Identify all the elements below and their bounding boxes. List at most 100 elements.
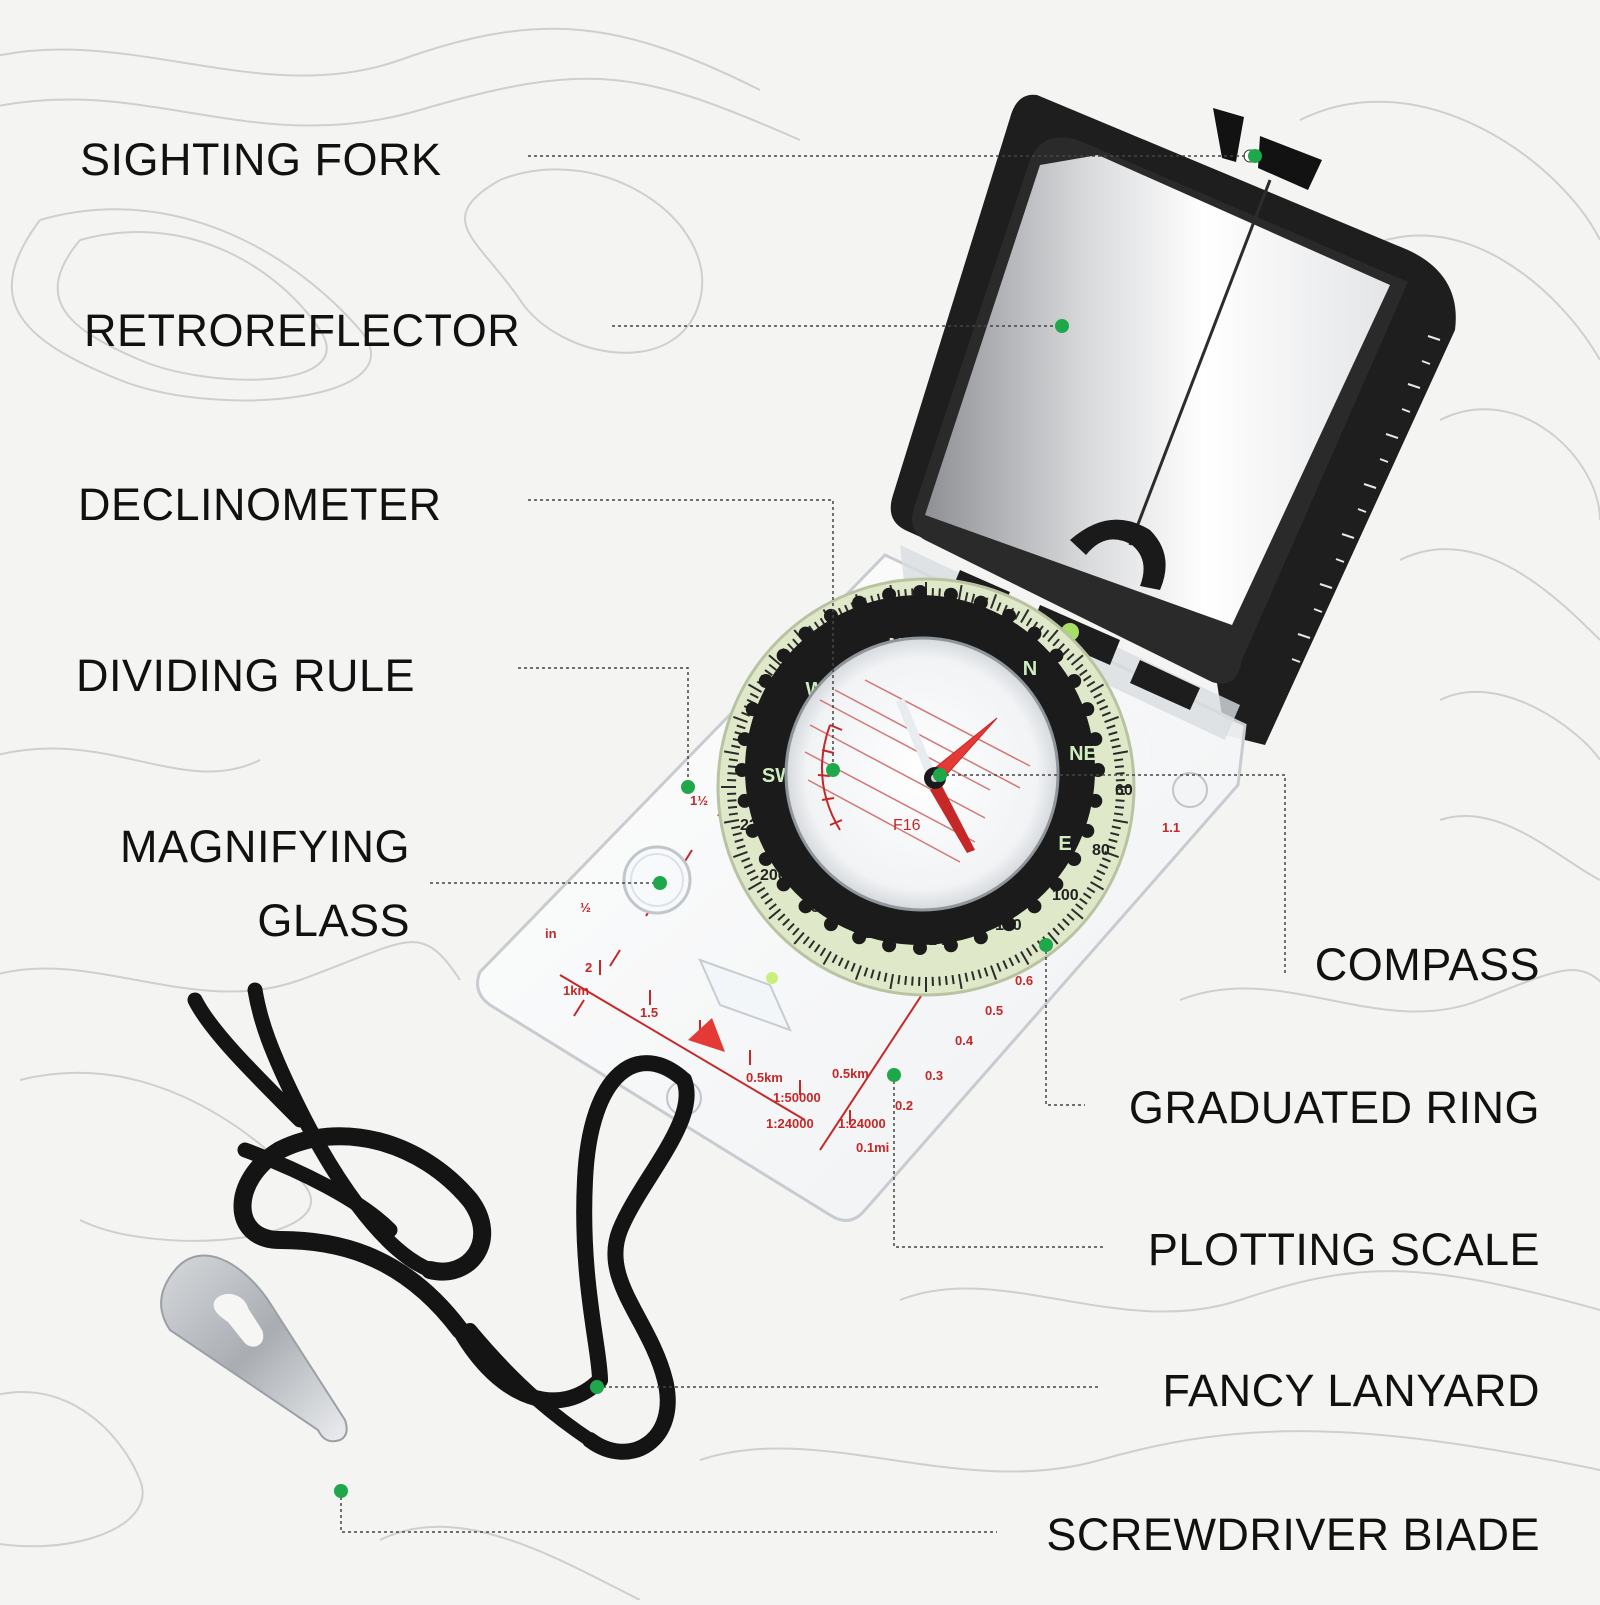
marker-graduated-ring [1039, 938, 1053, 952]
label-sighting-fork: SIGHTING FORK [80, 137, 442, 182]
scale-label: 1:50000 [773, 1090, 821, 1105]
scale-label: 0.2 [895, 1098, 913, 1113]
bezel-cardinal: E [1058, 833, 1071, 855]
model-label: F16 [893, 817, 921, 834]
bezel-tooth [746, 824, 760, 838]
bezel-tooth [852, 596, 866, 610]
bezel-tooth [738, 794, 752, 808]
marker-sighting-fork [1248, 149, 1262, 163]
label-declinometer: DECLINOMETER [78, 482, 442, 527]
ring-tick [1115, 807, 1124, 808]
label-magnifying-glass-line1: MAGNIFYING [60, 824, 410, 869]
bezel-tooth [882, 588, 896, 602]
scale-label: 1:24000 [838, 1116, 886, 1131]
ring-tick [1115, 766, 1124, 767]
leader-screwdriver-blade [341, 1491, 997, 1532]
marker-compass [933, 768, 947, 782]
marker-magnifying-glass [653, 876, 667, 890]
marker-fancy-lanyard [590, 1380, 604, 1394]
bezel-tooth [738, 732, 752, 746]
bezel-tooth [1080, 824, 1094, 838]
label-fancy-lanyard: FANCY LANYARD [1040, 1368, 1540, 1413]
label-compass: COMPASS [1100, 942, 1540, 987]
label-magnifying-glass-line2: GLASS [60, 898, 410, 943]
ring-tick [729, 759, 738, 760]
screwdriver-blade [161, 1256, 347, 1442]
ring-tick [727, 800, 736, 801]
marker-dividing-rule [681, 780, 695, 794]
scale-label: 0.3 [925, 1068, 943, 1083]
ring-tick [728, 807, 737, 808]
bezel-tooth [824, 609, 838, 623]
bezel-tooth [974, 596, 988, 610]
label-retroreflector: RETROREFLECTOR [84, 308, 520, 353]
scale-label: ½ [580, 900, 591, 915]
ring-tick [1114, 759, 1123, 760]
ring-tick [898, 975, 899, 984]
scale-label: 0.6 [1015, 973, 1033, 988]
marker-plotting-scale [887, 1068, 901, 1082]
leader-dividing-rule [518, 668, 688, 787]
bezel-tooth [799, 627, 813, 641]
ring-tick [939, 977, 940, 986]
scale-label: 0.5 [985, 1003, 1003, 1018]
ring-degree: 60 [1115, 782, 1133, 799]
compass-capsule: 240 220 200 180 160 140 120 100 80 60 NW… [718, 579, 1134, 995]
bezel-cardinal: N [1023, 658, 1037, 680]
scale-label: 1km [563, 983, 589, 998]
scale-label: 0.5km [746, 1070, 783, 1085]
capsule-window [786, 638, 1058, 910]
bezel-tooth [1067, 674, 1081, 688]
ring-tick [905, 976, 906, 985]
label-screwdriver-blade: SCREWDRIVER BIADE [980, 1512, 1540, 1557]
scale-label: 1½ [690, 793, 708, 808]
bezel-tooth [944, 938, 958, 952]
ring-tick [946, 976, 947, 985]
bezel-tooth [974, 930, 988, 944]
bezel-tooth [913, 585, 927, 599]
marker-retroreflector [1055, 319, 1069, 333]
bezel-tooth [777, 649, 791, 663]
marker-declinometer [826, 763, 840, 777]
bezel-tooth [1049, 649, 1063, 663]
scale-label: 0.4 [955, 1033, 974, 1048]
bezel-cardinal: NE [1069, 743, 1097, 765]
scale-label: 2 [585, 960, 592, 975]
bezel-tooth [1002, 609, 1016, 623]
bezel-tooth [1002, 917, 1016, 931]
bezel-tooth [735, 763, 749, 777]
ring-tick [727, 773, 736, 774]
ring-tick [952, 975, 953, 984]
bezel-tooth [913, 941, 927, 955]
scale-label: 1.5 [640, 1005, 658, 1020]
bezel-tooth [1088, 794, 1102, 808]
scale-label: 1.1 [1162, 820, 1180, 835]
label-dividing-rule: DIVIDING RULE [76, 653, 415, 698]
bezel-tooth [746, 702, 760, 716]
label-plotting-scale: PLOTTING SCALE [1040, 1227, 1540, 1272]
label-graduated-ring: GRADUATED RING [1040, 1085, 1540, 1130]
ring-tick [1114, 813, 1123, 814]
bezel-tooth [759, 674, 773, 688]
ring-tick [1116, 800, 1125, 801]
bezel-tooth [882, 938, 896, 952]
bezel-tooth [1027, 627, 1041, 641]
scale-label: in [545, 926, 557, 941]
bezel-tooth [944, 588, 958, 602]
bezel-tooth [1049, 877, 1063, 891]
bezel-tooth [824, 917, 838, 931]
bezel-tooth [1027, 899, 1041, 913]
bezel-tooth [777, 877, 791, 891]
bezel-tooth [1080, 702, 1094, 716]
scale-label: 0.1mi [856, 1140, 889, 1155]
ring-tick [1116, 773, 1125, 774]
ring-tick [729, 813, 738, 814]
scale-label: 0.5km [832, 1066, 869, 1081]
marker-screwdriver-blade [334, 1484, 348, 1498]
bezel-tooth [759, 852, 773, 866]
ring-degree: 80 [1092, 842, 1110, 859]
bezel-tooth [799, 899, 813, 913]
bezel-tooth [852, 930, 866, 944]
